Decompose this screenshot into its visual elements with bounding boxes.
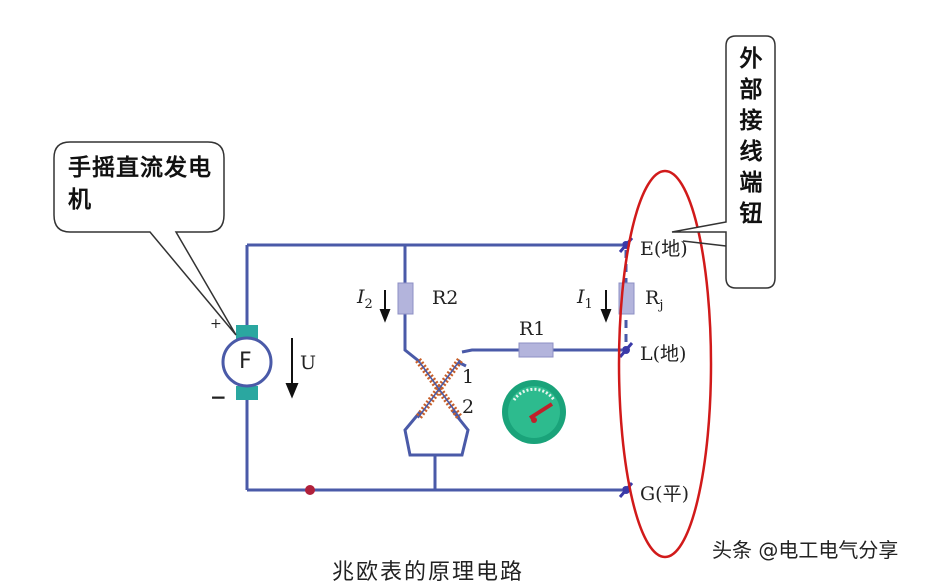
- meter-dial: [502, 380, 566, 444]
- generator-callout: [53, 141, 237, 336]
- resistor-r1: [518, 342, 554, 358]
- external-terminals-callout: [671, 35, 776, 289]
- current-i2-main: I: [357, 286, 365, 308]
- terminal-e-label: E(地): [640, 238, 688, 260]
- resistor-r2-label: R2: [432, 287, 459, 309]
- plus-sign: +: [210, 316, 222, 332]
- voltage-label: U: [300, 352, 317, 374]
- callout-char: 钮: [739, 201, 763, 227]
- watermark: 头条 @电工电气分享: [712, 538, 899, 562]
- coil-2-label: 2: [462, 396, 475, 418]
- resistor-r2: [397, 282, 414, 315]
- terminal-l-label: L(地): [640, 343, 687, 365]
- resistor-rj-label: Rj: [645, 287, 663, 313]
- callout-char: 端: [739, 170, 763, 196]
- terminal-highlight-ellipse: [617, 169, 713, 559]
- callout-char: 部: [739, 77, 763, 103]
- terminal-l: [618, 342, 634, 358]
- minus-sign: −: [210, 385, 227, 409]
- terminal-g-label: G(平): [640, 483, 690, 505]
- generator-label: F: [239, 349, 252, 374]
- wire-coil2: [457, 360, 467, 368]
- voltage-arrow: [285, 338, 299, 399]
- current-arrow-i2: [379, 290, 391, 323]
- current-i1-sub: 1: [584, 297, 593, 312]
- callout-char: 线: [739, 139, 763, 165]
- diagram-caption: 兆欧表的原理电路: [332, 560, 525, 585]
- external-terminals-callout-text: 外 部 接 线 端 钮: [736, 44, 766, 230]
- resistor-rj-main: R: [645, 287, 660, 309]
- callout-char: 接: [739, 108, 763, 134]
- resistor-r1-label: R1: [519, 318, 546, 340]
- callout-char: 外: [739, 46, 763, 72]
- crossed-coils: [415, 357, 463, 421]
- resistor-rj-sub: j: [659, 298, 664, 313]
- current-i1-main: I: [577, 286, 585, 308]
- generator-callout-text: 手摇直流发电机: [68, 155, 212, 213]
- junction-dot: [305, 485, 315, 495]
- wire-r2-down: [403, 313, 421, 364]
- current-arrow-i1: [600, 290, 612, 323]
- wire-r1: [461, 348, 520, 354]
- generator-symbol: [221, 325, 273, 400]
- coil-1-label: 1: [462, 366, 475, 388]
- current-i2-label: I2: [357, 286, 373, 312]
- pointer-line-e: [682, 240, 727, 247]
- current-i1-label: I1: [577, 286, 593, 312]
- current-i2-sub: 2: [364, 297, 373, 312]
